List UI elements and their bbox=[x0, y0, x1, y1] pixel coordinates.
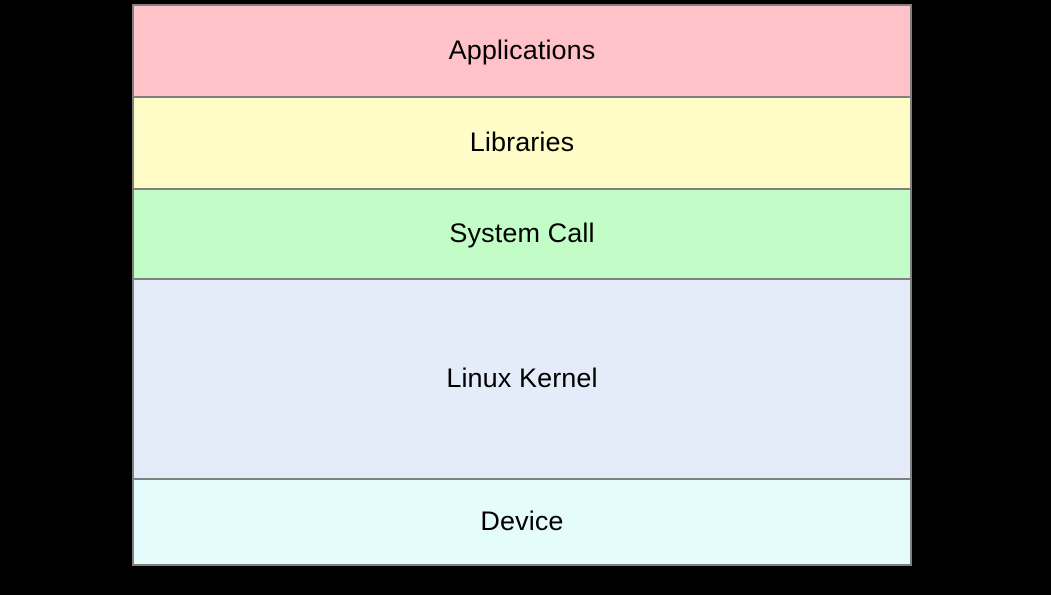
layer-system-call: System Call bbox=[134, 190, 910, 280]
layered-stack-diagram: Applications Libraries System Call Linux… bbox=[132, 4, 912, 566]
layer-device: Device bbox=[134, 480, 910, 564]
layer-label-applications: Applications bbox=[448, 35, 596, 66]
layer-linux-kernel: Linux Kernel bbox=[134, 280, 910, 480]
layer-label-system-call: System Call bbox=[449, 218, 595, 249]
layer-label-linux-kernel: Linux Kernel bbox=[446, 363, 598, 394]
layer-applications: Applications bbox=[134, 6, 910, 98]
layer-libraries: Libraries bbox=[134, 98, 910, 190]
layer-label-device: Device bbox=[480, 506, 564, 537]
layer-label-libraries: Libraries bbox=[469, 127, 575, 158]
